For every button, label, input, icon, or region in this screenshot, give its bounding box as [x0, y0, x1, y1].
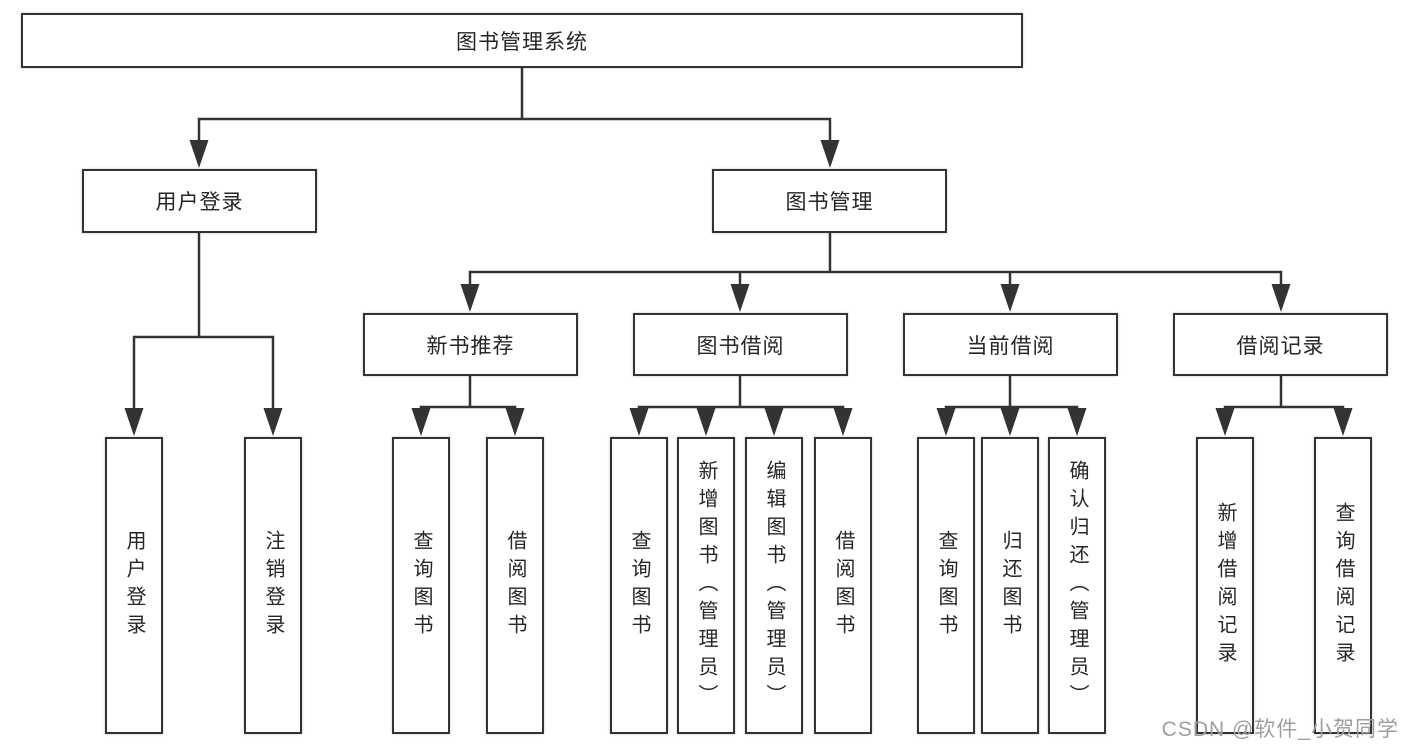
leaf-query-borrow-record: 查询借阅记录: [1314, 437, 1372, 734]
leaf-recommend-borrow-books: 借阅图书: [486, 437, 544, 734]
leaf-return-books: 归还图书: [981, 437, 1039, 734]
csdn-watermark: CSDN @软件_小贺同学: [1161, 718, 1399, 741]
leaf-user-login: 用户登录: [105, 437, 163, 734]
node-root-system: 图书管理系统: [21, 13, 1023, 68]
leaf-current-query-books: 查询图书: [917, 437, 975, 734]
leaf-confirm-return-admin: 确认归还（管理员）: [1048, 437, 1106, 734]
node-borrow-records: 借阅记录: [1173, 313, 1388, 376]
leaf-add-borrow-record: 新增借阅记录: [1196, 437, 1254, 734]
leaf-add-books-admin: 新增图书（管理员）: [677, 437, 735, 734]
leaf-edit-books-admin: 编辑图书（管理员）: [745, 437, 803, 734]
node-user-login-module: 用户登录: [82, 169, 317, 233]
node-book-borrow: 图书借阅: [633, 313, 848, 376]
arrowheads: [124, 140, 1353, 436]
leaf-borrow-query-books: 查询图书: [610, 437, 668, 734]
node-current-borrow: 当前借阅: [903, 313, 1118, 376]
leaf-borrow-books: 借阅图书: [814, 437, 872, 734]
leaf-logout: 注销登录: [244, 437, 302, 734]
node-new-book-recommend: 新书推荐: [363, 313, 578, 376]
node-book-management-module: 图书管理: [712, 169, 947, 233]
leaf-recommend-query-books: 查询图书: [392, 437, 450, 734]
